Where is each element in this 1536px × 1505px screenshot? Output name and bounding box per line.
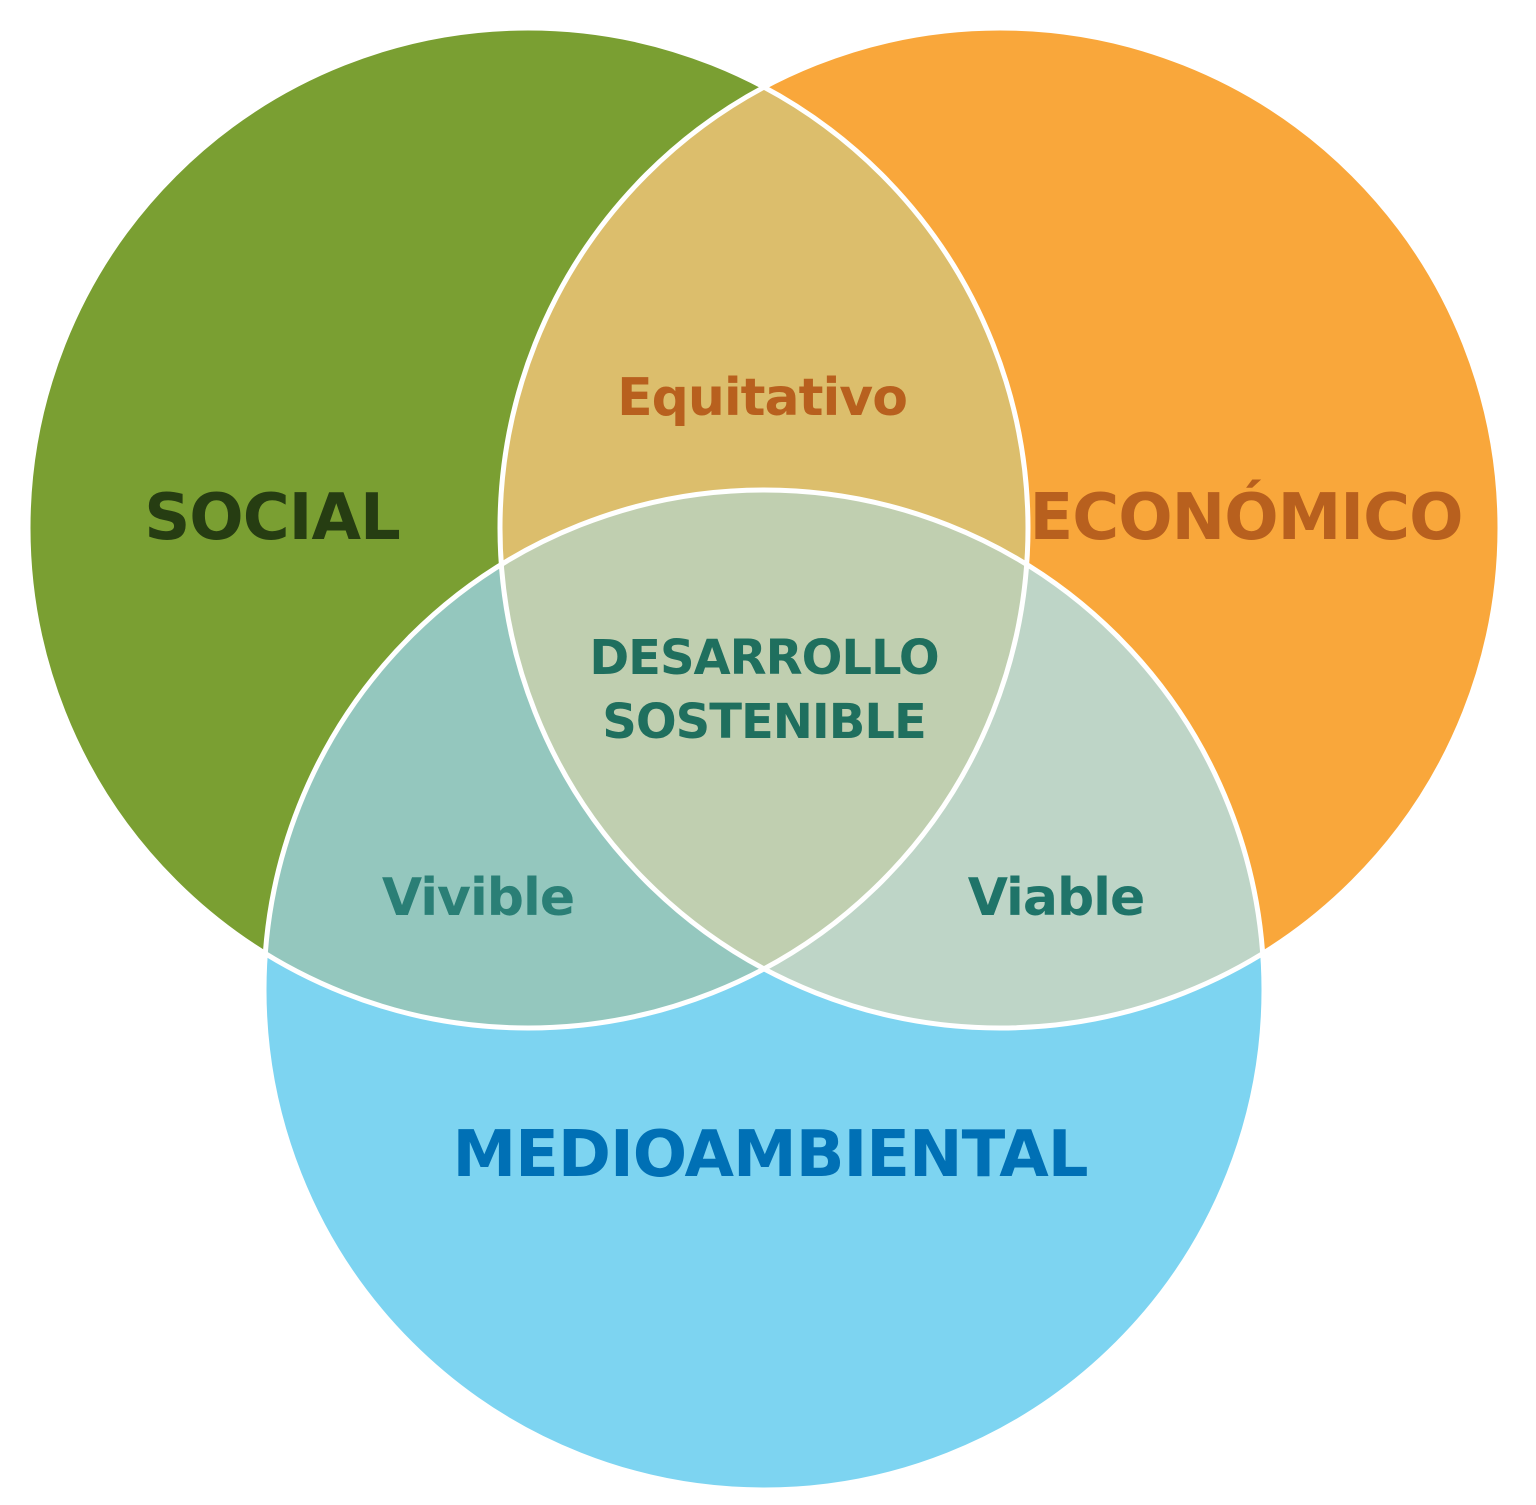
social-outline [25,25,1031,1031]
medioambiental-label: MEDIOAMBIENTAL [452,1118,1087,1192]
economico-outline [497,25,1503,1031]
medioambiental-outline [261,487,1267,1493]
viable-label: Viable [968,868,1145,928]
desarrollo-label: DESARROLLO [589,630,938,686]
circle-outlines [25,25,1503,1493]
equitativo-label: Equitativo [617,368,907,428]
economico-label: ECONÓMICO [1030,479,1463,555]
sostenible-label: SOSTENIBLE [602,694,925,750]
social-label: SOCIAL [144,481,400,555]
vivible-label: Vivible [382,868,574,928]
